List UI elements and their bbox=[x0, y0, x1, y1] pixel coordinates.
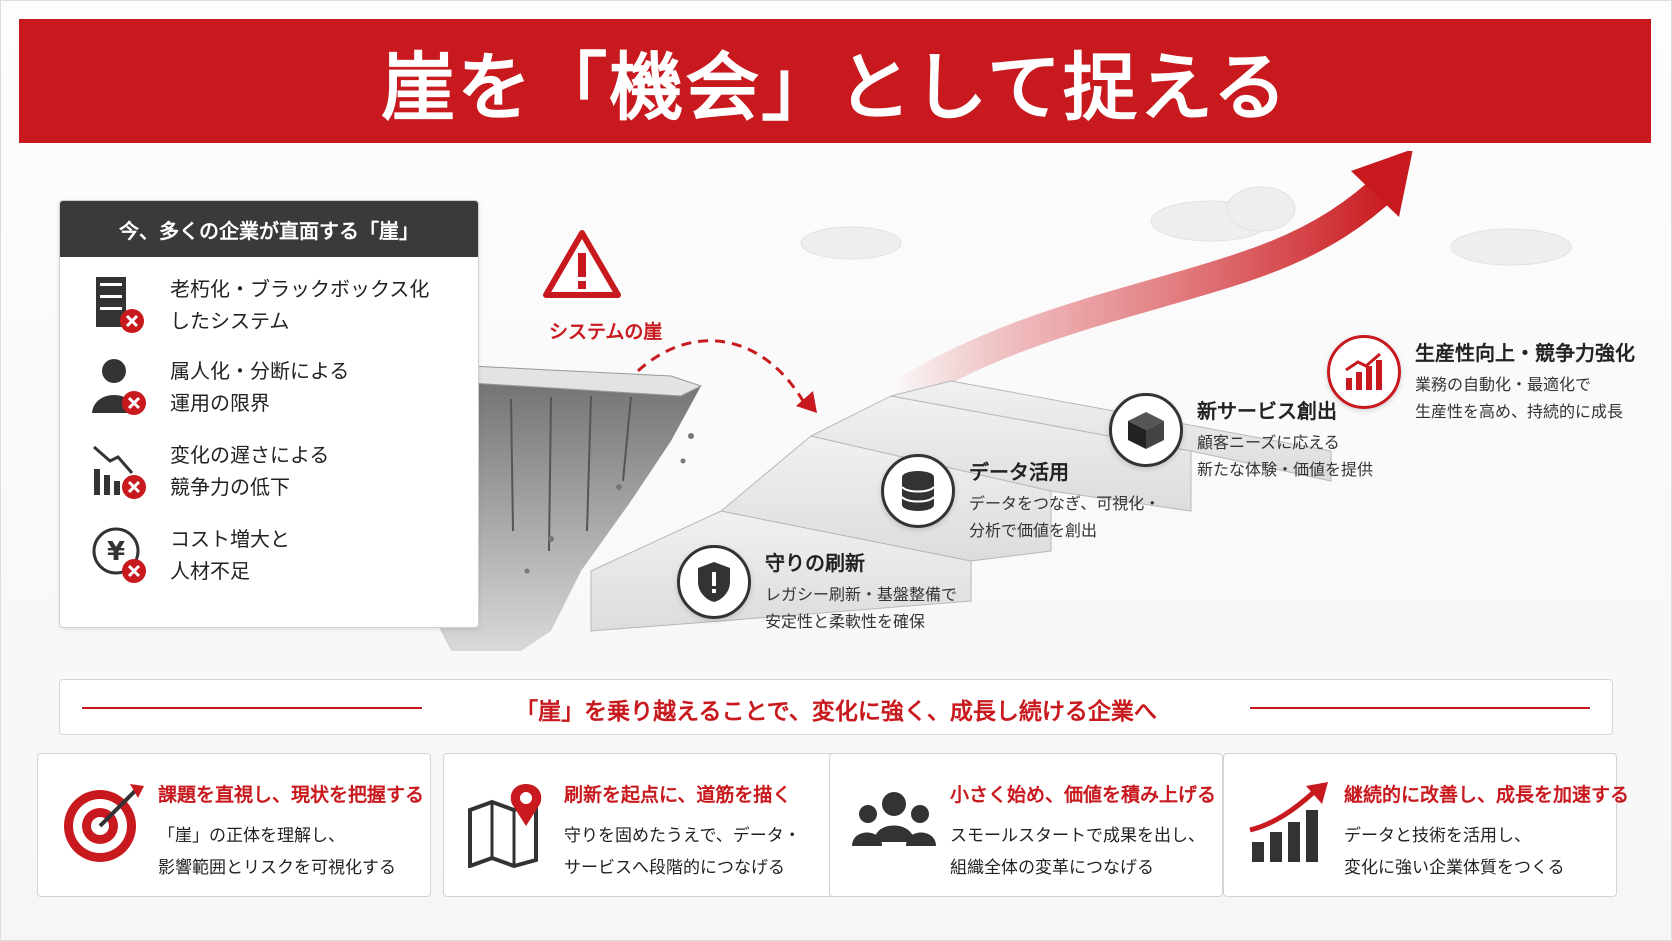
growth-arrow-head bbox=[1351, 151, 1413, 217]
box-icon bbox=[1109, 393, 1183, 467]
card-title: 課題を直視し、現状を把握する bbox=[158, 784, 425, 806]
card-title: 刷新を起点に、道筋を描く bbox=[564, 784, 792, 806]
issues-panel: 今、多くの企業が直面する「崖」 老朽化・ブラックボックス化 したシステム 属人化… bbox=[59, 200, 479, 628]
step-desc-line1: レガシー刷新・基盤整備で bbox=[765, 585, 958, 604]
step-desc-line1: データをつなぎ、可視化・ bbox=[969, 494, 1161, 513]
growth-bars-icon bbox=[1249, 782, 1328, 862]
card-desc-line1: スモールスタートで成果を出し、 bbox=[950, 826, 1205, 846]
slogan-text: 「崖」を乗り越えることで、変化に強く、成長し続ける企業へ bbox=[515, 699, 1157, 725]
database-icon bbox=[881, 454, 955, 528]
action-card: 課題を直視し、現状を把握する 「崖」の正体を理解し、 影響範囲とリスクを可視化す… bbox=[37, 753, 431, 897]
card-title: 継続的に改善し、成長を加速する bbox=[1344, 784, 1630, 806]
issue-line1: 変化の遅さによる bbox=[170, 443, 330, 467]
card-title: 小さく始め、価値を積み上げる bbox=[950, 784, 1217, 806]
issue-line2: 運用の限界 bbox=[170, 391, 270, 415]
issues-heading: 今、多くの企業が直面する「崖」 bbox=[60, 201, 478, 257]
slogan-rule-left bbox=[82, 707, 422, 709]
warning-icon bbox=[543, 230, 621, 298]
issue-line1: 老朽化・ブラックボックス化 bbox=[170, 277, 430, 301]
issue-line1: コスト増大と bbox=[170, 527, 290, 551]
action-card: 継続的に改善し、成長を加速する データと技術を活用し、 変化に強い企業体質をつく… bbox=[1223, 753, 1629, 897]
issue-line1: 属人化・分断による bbox=[170, 359, 350, 383]
action-card: 小さく始め、価値を積み上げる スモールスタートで成果を出し、 組織全体の変革につ… bbox=[829, 753, 1223, 897]
svg-text:¥: ¥ bbox=[107, 537, 125, 567]
issue-item: 老朽化・ブラックボックス化 したシステム bbox=[60, 267, 478, 347]
issue-line2: 人材不足 bbox=[170, 559, 250, 583]
yen-x-icon: ¥ bbox=[92, 527, 146, 583]
person-x-icon bbox=[92, 359, 146, 415]
growth-arrow bbox=[876, 166, 1406, 416]
card-desc-line2: サービスへ段階的につなげる bbox=[564, 858, 785, 878]
leap-arrow bbox=[624, 339, 808, 407]
issue-item: 変化の遅さによる 競争力の低下 bbox=[60, 433, 478, 513]
issue-item: 属人化・分断による 運用の限界 bbox=[60, 349, 478, 429]
issue-line2: 競争力の低下 bbox=[170, 475, 290, 499]
card-desc-line1: 「崖」の正体を理解し、 bbox=[158, 826, 345, 846]
step-desc-line2: 新たな体験・価値を提供 bbox=[1197, 460, 1374, 479]
warning-label: システムの崖 bbox=[549, 321, 663, 343]
growth-chart-icon bbox=[1327, 335, 1401, 409]
card-desc-line2: 組織全体の変革につなげる bbox=[950, 858, 1154, 878]
step-3 bbox=[809, 395, 1192, 512]
chart-down-x-icon bbox=[93, 445, 146, 499]
card-desc-line2: 変化に強い企業体質をつくる bbox=[1344, 858, 1565, 878]
shield-icon bbox=[677, 545, 751, 619]
title-banner: 崖を「機会」として捉える bbox=[19, 19, 1651, 143]
step-title: 新サービス創出 bbox=[1197, 399, 1337, 423]
page-title: 崖を「機会」として捉える bbox=[381, 44, 1289, 131]
action-card: 刷新を起点に、道筋を描く 守りを固めたうえで、データ・ サービスへ段階的につなげ… bbox=[443, 753, 837, 897]
server-x-icon bbox=[96, 277, 144, 333]
clouds bbox=[800, 186, 1572, 266]
step-desc-line2: 生産性を高め、持続的に成長 bbox=[1415, 402, 1624, 421]
issue-item: ¥ コスト増大と 人材不足 bbox=[60, 517, 478, 597]
target-icon bbox=[64, 784, 144, 862]
card-desc-line2: 影響範囲とリスクを可視化する bbox=[158, 858, 396, 878]
people-icon bbox=[852, 792, 936, 846]
map-pin-icon bbox=[468, 784, 542, 868]
card-desc-line1: 守りを固めたうえで、データ・ bbox=[564, 826, 801, 846]
step-title: 生産性向上・競争力強化 bbox=[1415, 341, 1635, 365]
step-desc-line1: 業務の自動化・最適化で bbox=[1415, 375, 1592, 394]
issue-line2: したシステム bbox=[170, 309, 290, 333]
card-desc-line1: データと技術を活用し、 bbox=[1344, 826, 1531, 846]
step-desc-line2: 分析で価値を創出 bbox=[969, 521, 1098, 540]
slogan-band: 「崖」を乗り越えることで、変化に強く、成長し続ける企業へ bbox=[59, 679, 1613, 735]
step-desc-line1: 顧客ニーズに応える bbox=[1197, 433, 1340, 452]
step-desc-line2: 安定性と柔軟性を確保 bbox=[765, 612, 926, 631]
step-title: 守りの刷新 bbox=[765, 551, 865, 575]
slogan-rule-right bbox=[1250, 707, 1590, 709]
step-title: データ活用 bbox=[969, 460, 1069, 484]
